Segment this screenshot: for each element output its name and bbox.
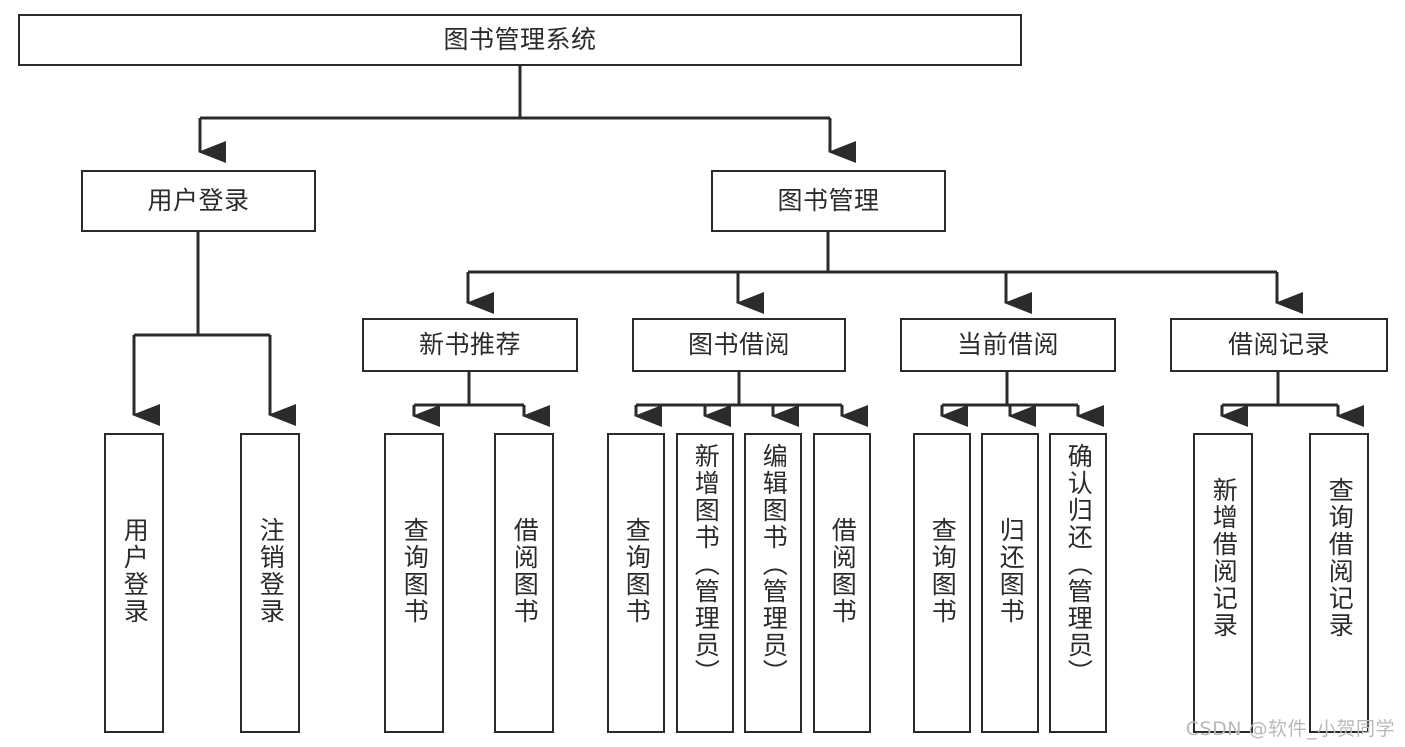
node-borrow-record-label: 借阅记录 bbox=[1227, 329, 1330, 359]
node-leaf-label: 编辑图书（管理员） bbox=[759, 443, 789, 686]
node-leaf-label: 新增图书（管理员） bbox=[691, 443, 721, 686]
node-leaf-borrow-query[interactable]: 查询图书 bbox=[607, 433, 665, 733]
node-current-borrow[interactable]: 当前借阅 bbox=[900, 318, 1116, 372]
node-leaf-label: 查询图书 bbox=[928, 517, 958, 625]
node-user-login[interactable]: 用户登录 bbox=[81, 170, 316, 232]
node-leaf-label: 用户登录 bbox=[120, 517, 150, 625]
node-leaf-current-query[interactable]: 查询图书 bbox=[913, 433, 971, 733]
node-leaf-record-add[interactable]: 新增借阅记录 bbox=[1193, 433, 1253, 733]
node-root[interactable]: 图书管理系统 bbox=[18, 14, 1022, 66]
node-current-borrow-label: 当前借阅 bbox=[956, 329, 1059, 359]
node-leaf-label: 查询图书 bbox=[400, 517, 430, 625]
node-leaf-label: 新增借阅记录 bbox=[1209, 477, 1239, 639]
node-borrow-record[interactable]: 借阅记录 bbox=[1170, 318, 1388, 372]
node-leaf-user-login-login[interactable]: 用户登录 bbox=[104, 433, 164, 733]
watermark-text: CSDN @软件_小贺同学 bbox=[1185, 718, 1395, 740]
node-book-manage-label: 图书管理 bbox=[777, 185, 880, 215]
node-book-manage[interactable]: 图书管理 bbox=[711, 170, 946, 232]
node-leaf-record-query[interactable]: 查询借阅记录 bbox=[1309, 433, 1369, 733]
node-leaf-new-book-borrow[interactable]: 借阅图书 bbox=[494, 433, 554, 733]
node-leaf-label: 查询图书 bbox=[622, 517, 652, 625]
node-user-login-label: 用户登录 bbox=[147, 185, 250, 215]
node-leaf-label: 借阅图书 bbox=[510, 517, 540, 625]
node-leaf-label: 确认归还（管理员） bbox=[1064, 443, 1094, 686]
node-leaf-label: 归还图书 bbox=[996, 517, 1026, 625]
node-leaf-borrow-borrow-book[interactable]: 借阅图书 bbox=[813, 433, 871, 733]
node-leaf-user-login-logout[interactable]: 注销登录 bbox=[240, 433, 300, 733]
node-leaf-new-book-query[interactable]: 查询图书 bbox=[384, 433, 444, 733]
node-leaf-borrow-edit-book[interactable]: 编辑图书（管理员） bbox=[744, 433, 802, 733]
node-leaf-label: 查询借阅记录 bbox=[1325, 477, 1355, 639]
node-leaf-borrow-add-book[interactable]: 新增图书（管理员） bbox=[676, 433, 734, 733]
node-leaf-label: 注销登录 bbox=[256, 517, 286, 625]
node-root-label: 图书管理系统 bbox=[443, 24, 597, 54]
node-book-borrow-label: 图书借阅 bbox=[687, 329, 790, 359]
node-leaf-label: 借阅图书 bbox=[828, 517, 858, 625]
node-leaf-current-return[interactable]: 归还图书 bbox=[981, 433, 1039, 733]
node-book-borrow[interactable]: 图书借阅 bbox=[632, 318, 846, 372]
node-leaf-current-confirm-return[interactable]: 确认归还（管理员） bbox=[1049, 433, 1107, 733]
node-new-book-recommend[interactable]: 新书推荐 bbox=[362, 318, 578, 372]
node-new-book-recommend-label: 新书推荐 bbox=[418, 329, 521, 359]
